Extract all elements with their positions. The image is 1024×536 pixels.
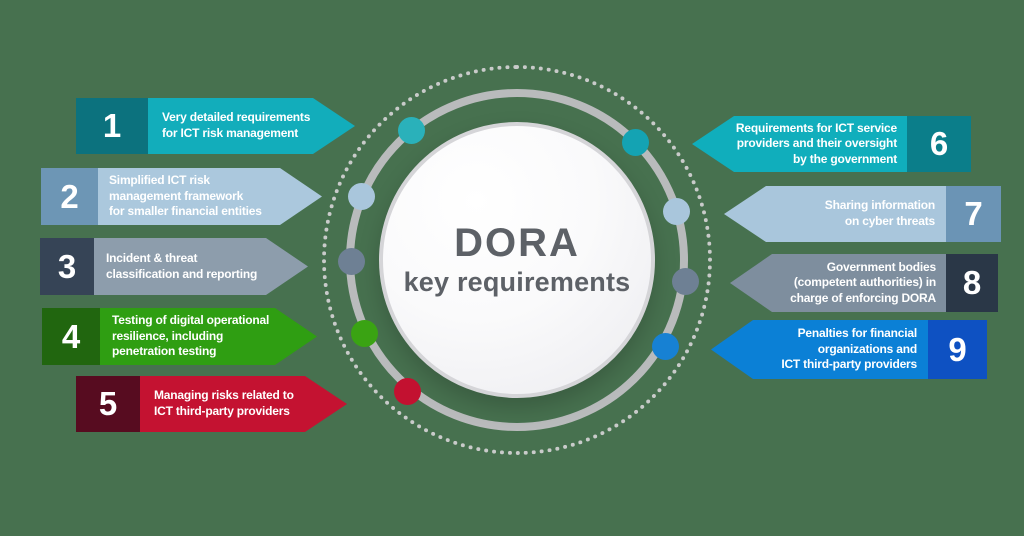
orbit-dot-7	[663, 198, 690, 225]
hub-subtitle: key requirements	[403, 267, 631, 297]
requirement-banner-3: 3 Incident & threat classification and r…	[40, 238, 308, 295]
requirement-label-3: Incident & threat classification and rep…	[106, 250, 258, 281]
requirement-banner-2: 2 Simplified ICT risk management framewo…	[41, 168, 322, 225]
requirement-number-9: 9	[928, 320, 987, 379]
requirement-banner-8: 8 Government bodies (competent authoriti…	[730, 254, 998, 312]
orbit-dot-5	[394, 378, 421, 405]
requirement-number-7: 7	[946, 186, 1001, 242]
orbit-dot-8	[672, 268, 699, 295]
center-hub-circle: DORA key requirements	[379, 122, 655, 398]
orbit-dot-3	[338, 248, 365, 275]
orbit-dot-1	[398, 117, 425, 144]
requirement-number-8: 8	[946, 254, 998, 312]
requirement-banner-9: 9 Penalties for financial organizations …	[711, 320, 987, 379]
requirement-number-6: 6	[907, 116, 971, 172]
requirement-label-5: Managing risks related to ICT third-part…	[154, 388, 294, 418]
requirement-number-2: 2	[41, 168, 98, 225]
requirement-label-8: Government bodies (competent authorities…	[790, 259, 936, 305]
orbit-dot-6	[622, 129, 649, 156]
requirement-label-1: Very detailed requirements for ICT risk …	[162, 110, 311, 140]
requirement-label-2: Simplified ICT risk management framework…	[109, 173, 262, 219]
requirement-label-7: Sharing information on cyber threats	[824, 198, 935, 228]
requirement-number-3: 3	[40, 238, 94, 295]
requirement-number-5: 5	[76, 376, 140, 432]
requirement-label-6: Requirements for ICT service providers a…	[735, 120, 897, 166]
requirement-number-1: 1	[76, 98, 148, 154]
orbit-dot-9	[652, 333, 679, 360]
hub-title: DORA	[454, 221, 580, 265]
requirement-label-9: Penalties for financial organizations an…	[781, 326, 917, 372]
requirement-banner-6: 6 Requirements for ICT service providers…	[692, 116, 971, 172]
requirement-banner-7: 7 Sharing information on cyber threats	[724, 186, 1001, 242]
requirement-banner-5: 5 Managing risks related to ICT third-pa…	[76, 376, 347, 432]
requirement-banner-1: 1 Very detailed requirements for ICT ris…	[76, 98, 355, 154]
outer-dotted-ring	[322, 65, 712, 455]
orbit-dot-4	[351, 320, 378, 347]
requirement-number-4: 4	[42, 308, 100, 365]
requirement-banner-4: 4 Testing of digital operational resilie…	[42, 308, 317, 365]
requirement-label-4: Testing of digital operational resilienc…	[112, 313, 270, 359]
orbit-dot-2	[348, 183, 375, 210]
